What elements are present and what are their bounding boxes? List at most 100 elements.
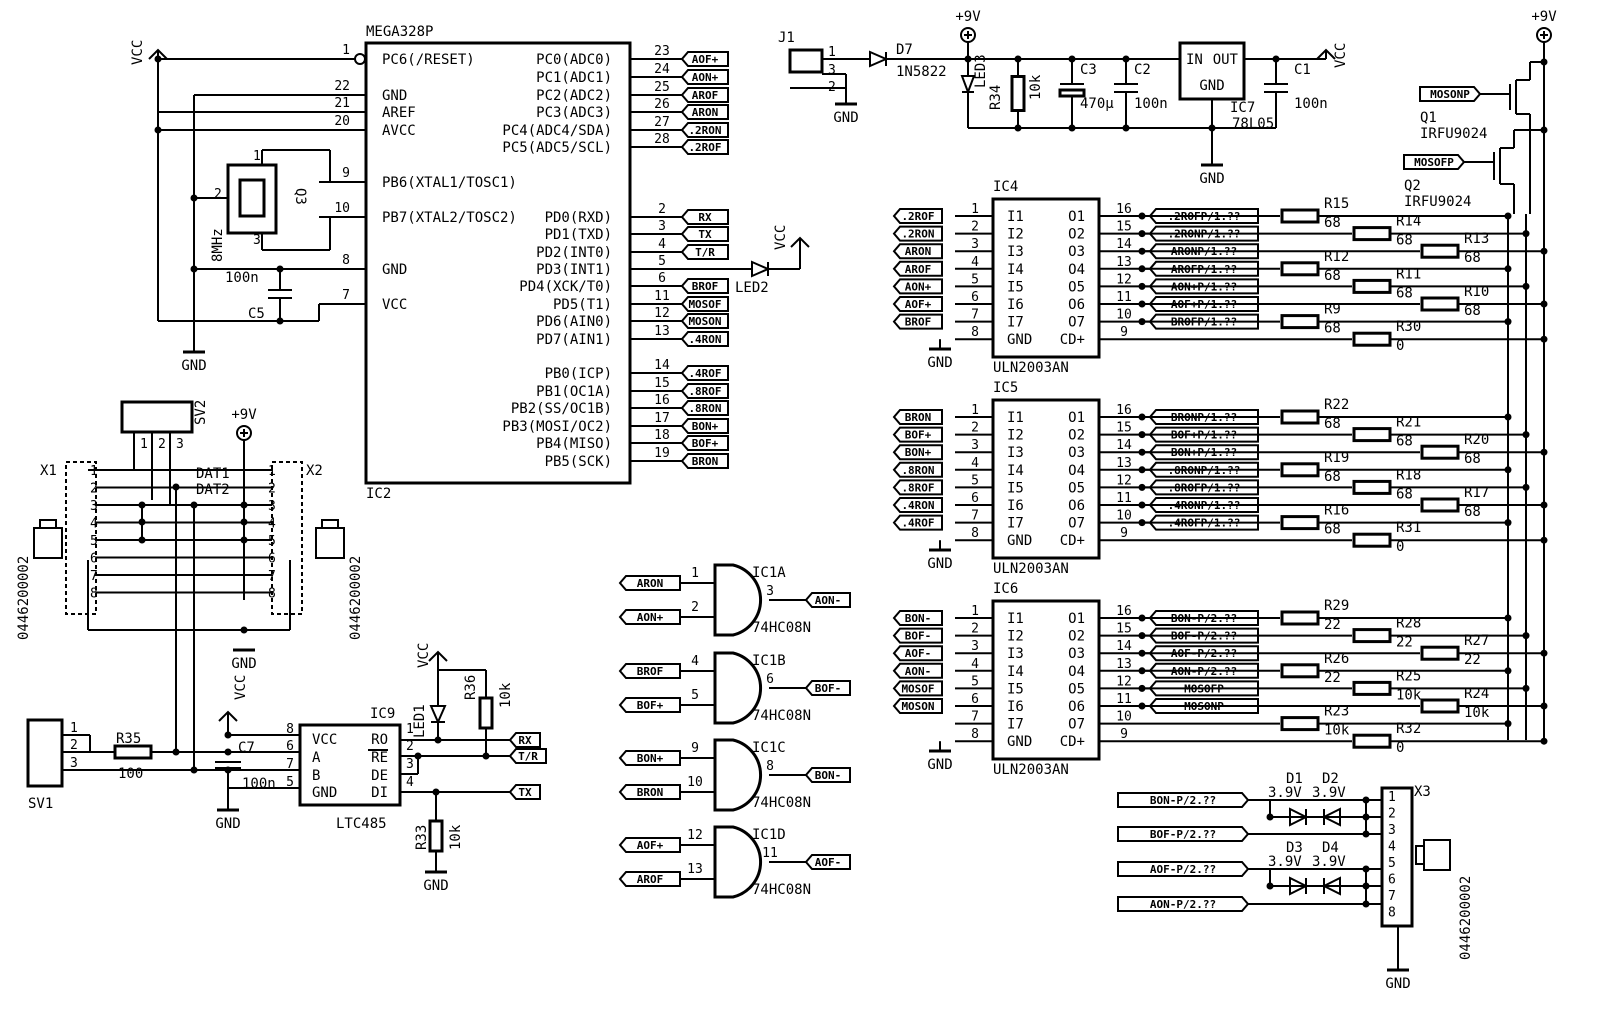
uln-out-num: 12	[1116, 674, 1132, 689]
zener-value: 3.9V	[1268, 854, 1302, 870]
uln-out-num: 9	[1120, 526, 1128, 541]
net-flag	[892, 313, 943, 330]
uln-in-name: I6	[1007, 297, 1024, 313]
r36-label: R36	[463, 675, 479, 700]
uln-in-name: I5	[1007, 480, 1024, 496]
q3-pin: 1	[253, 149, 261, 164]
zener-diode	[1289, 876, 1309, 896]
resistor-value: 22	[1396, 635, 1413, 651]
net-flag	[892, 698, 943, 714]
uln-in-num: 3	[971, 237, 979, 252]
resistor-value: 68	[1324, 215, 1341, 231]
c1-value: 100n	[1294, 96, 1328, 112]
resistor-name: R16	[1324, 503, 1349, 519]
x2-pin: 4	[268, 517, 276, 532]
x2-pin: 8	[268, 587, 276, 602]
uln-in-name: I2	[1007, 428, 1024, 444]
net-flag	[1117, 792, 1250, 808]
net-flag	[892, 208, 943, 224]
x1-pin: 8	[90, 587, 98, 602]
d7-label: D7	[896, 42, 913, 58]
gnd-label: GND	[1199, 171, 1224, 187]
ic9-value: LTC485	[336, 816, 387, 832]
gate-pin: 5	[691, 688, 699, 703]
plus-9v-label: +9V	[1531, 9, 1557, 25]
resistor-name: R19	[1324, 450, 1349, 466]
plus-9v-symbol	[960, 27, 976, 43]
junction-dot	[1540, 247, 1548, 255]
resistor	[1352, 733, 1392, 749]
uln-out-name: CD+	[1060, 332, 1085, 348]
q3-pin: 3	[253, 233, 261, 248]
net-flag	[892, 645, 943, 662]
junction-dot	[190, 265, 198, 273]
uln-in-num: 6	[971, 290, 979, 305]
uln-in-name: GND	[1007, 332, 1032, 348]
resistor	[1280, 716, 1320, 732]
uln-in-num: 5	[971, 674, 979, 689]
ic2-right-pin-label: PB2(SS/OC1B)	[511, 401, 612, 417]
sv1-label: SV1	[28, 796, 53, 812]
gate-pin: 2	[691, 600, 699, 615]
x1-connector	[65, 461, 97, 615]
net-flag-label: AROF	[637, 873, 664, 886]
net-flag	[892, 514, 943, 531]
uln-out-name: O6	[1068, 699, 1085, 715]
net-flag	[892, 627, 943, 644]
ic2-right-pin-num: 15	[654, 376, 670, 391]
uln-in-num: 8	[971, 325, 979, 340]
resistor-value: 68	[1464, 504, 1481, 520]
junction-dot	[1540, 58, 1548, 66]
net-flag	[680, 365, 729, 381]
net-flag-label: BON+	[905, 446, 932, 459]
ic2-left-pin-num: 1	[342, 43, 350, 58]
net-flag	[1148, 698, 1259, 714]
led1-label: LED1	[412, 704, 428, 738]
uln-in-name: I1	[1007, 410, 1024, 426]
uln-in-num: 6	[971, 491, 979, 506]
net-flag-label: ARON	[905, 245, 932, 258]
plus-9v-label: +9V	[955, 9, 981, 25]
uln-out-num: 16	[1116, 604, 1132, 619]
uln-in-name: I2	[1007, 629, 1024, 645]
gnd-label: GND	[1385, 976, 1410, 992]
r35-label: R35	[116, 731, 141, 747]
gnd-label: GND	[927, 556, 952, 572]
junction-dot	[1014, 124, 1022, 132]
c2-value: 100n	[1134, 96, 1168, 112]
resistor	[1280, 663, 1320, 679]
ic2-left-pin-label: AREF	[382, 105, 416, 121]
uln-out-num: 11	[1116, 491, 1132, 506]
net-flag	[508, 748, 547, 764]
uln-in-name: I2	[1007, 227, 1024, 243]
resistor	[1352, 479, 1392, 495]
net-flag	[680, 209, 729, 225]
r36-value: 10k	[498, 682, 514, 708]
net-flag-label: AROF	[692, 89, 719, 102]
d7-value: 1N5822	[896, 64, 947, 80]
ic2-right-pin-label: PD5(T1)	[553, 297, 612, 313]
resistor	[1352, 226, 1392, 242]
uln-out-name: O4	[1068, 664, 1085, 680]
ic7-value: 78L05	[1232, 116, 1274, 132]
resistor-value: 68	[1464, 451, 1481, 467]
resistor-value: 0	[1396, 539, 1404, 555]
uln-out-name: O7	[1068, 315, 1085, 331]
net-flag-label: .4ROF	[688, 367, 721, 380]
vcc-label: VCC	[416, 643, 432, 668]
net-flag-label: T/R	[518, 750, 538, 763]
gnd-label: GND	[927, 355, 952, 371]
net-flag	[1148, 479, 1259, 496]
q3-pin: 2	[214, 187, 222, 202]
uln-part: ULN2003AN	[993, 360, 1069, 376]
net-flag-label: AON+	[905, 280, 932, 293]
ic2-right-pin-num: 3	[658, 219, 666, 234]
net-flag-label: BON+	[692, 420, 719, 433]
net-flag	[1148, 461, 1259, 478]
net-flag	[1148, 645, 1259, 662]
resistor	[1280, 314, 1320, 330]
resistor-value: 68	[1396, 285, 1413, 301]
uln2003-body	[991, 599, 1101, 761]
net-flag-label: MOSOF	[688, 298, 721, 311]
resistor-name: R14	[1396, 214, 1421, 230]
